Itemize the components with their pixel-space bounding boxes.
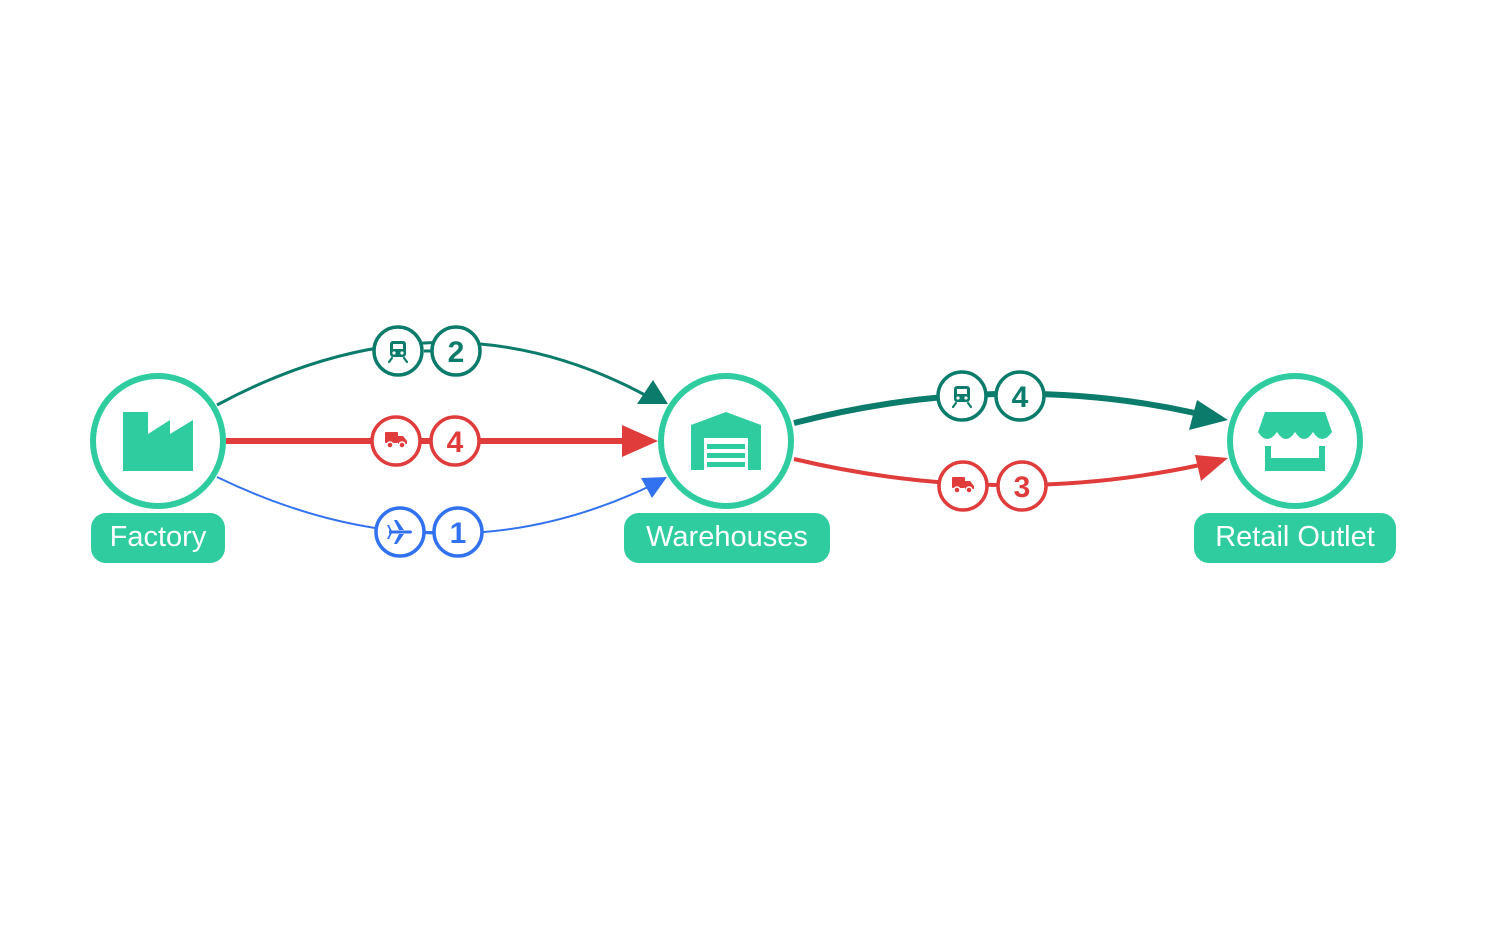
node-factory[interactable]: Factory	[90, 373, 226, 563]
edge-line	[216, 476, 649, 535]
arrowhead	[622, 425, 658, 457]
arrowhead	[1195, 455, 1228, 481]
badge-factory-warehouses-air: 1	[374, 506, 484, 558]
link-factory-warehouses-road[interactable]	[226, 425, 658, 457]
count-badge	[430, 325, 482, 377]
link-count: 4	[447, 426, 464, 459]
link-count: 1	[450, 517, 467, 550]
node-warehouses[interactable]: Warehouses	[624, 373, 830, 563]
store-icon	[1258, 412, 1332, 471]
count-badge	[429, 415, 481, 467]
badge-warehouses-retail-road: 3	[937, 460, 1048, 512]
warehouse-icon	[691, 412, 761, 470]
arrowhead	[637, 380, 668, 404]
badge-factory-warehouses-road: 4	[370, 415, 481, 467]
link-count: 4	[1012, 381, 1029, 414]
node-circle	[1227, 373, 1363, 509]
node-label-box	[91, 513, 225, 563]
node-retail-outlet[interactable]: Retail Outlet	[1194, 373, 1396, 563]
node-label: Warehouses	[646, 521, 808, 553]
node-label-box	[624, 513, 830, 563]
count-badge	[432, 506, 484, 558]
badge-factory-warehouses-rail: 2	[372, 325, 482, 377]
badge-warehouses-retail-rail: 4	[936, 370, 1046, 422]
node-label: Factory	[110, 521, 207, 553]
count-badge	[994, 370, 1046, 422]
arrowhead	[641, 477, 667, 498]
arrowhead	[1189, 400, 1228, 430]
factory-icon	[123, 412, 193, 471]
node-label-box	[1194, 513, 1396, 563]
node-label: Retail Outlet	[1215, 521, 1375, 553]
count-badge	[996, 460, 1048, 512]
link-count: 2	[448, 336, 465, 369]
link-count: 3	[1014, 471, 1031, 504]
